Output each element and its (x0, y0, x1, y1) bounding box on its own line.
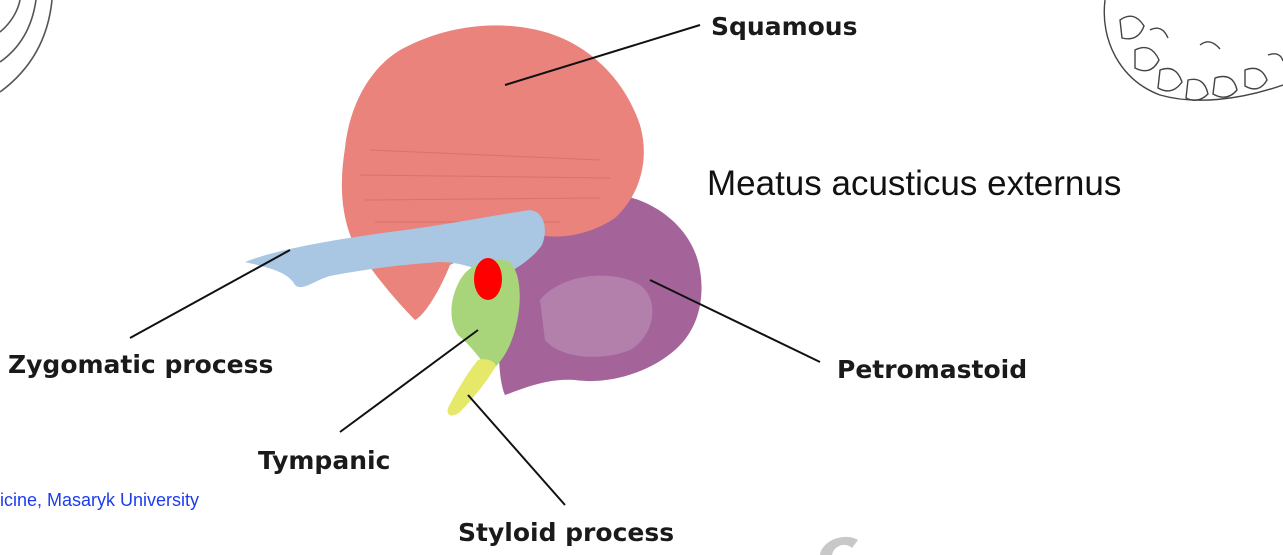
skull-sketch-fragment-left (0, 0, 52, 92)
meatus-marker (474, 258, 502, 300)
styloid-region (448, 359, 496, 415)
label-styloid: Styloid process (458, 518, 674, 547)
credit-text: icine, Masaryk University (0, 490, 199, 511)
label-petromastoid: Petromastoid (837, 355, 1027, 384)
leader-tympanic (340, 330, 478, 432)
leader-styloid (468, 395, 565, 505)
label-tympanic: Tympanic (258, 446, 390, 475)
label-squamous: Squamous (711, 12, 857, 41)
label-zygomatic: Zygomatic process (8, 350, 273, 379)
label-meatus: Meatus acusticus externus (707, 164, 1121, 204)
logo-fragment (820, 537, 858, 555)
leader-zygomatic (130, 250, 290, 338)
teeth-sketch (1104, 0, 1283, 100)
petromastoid-inner-shade (540, 276, 652, 357)
